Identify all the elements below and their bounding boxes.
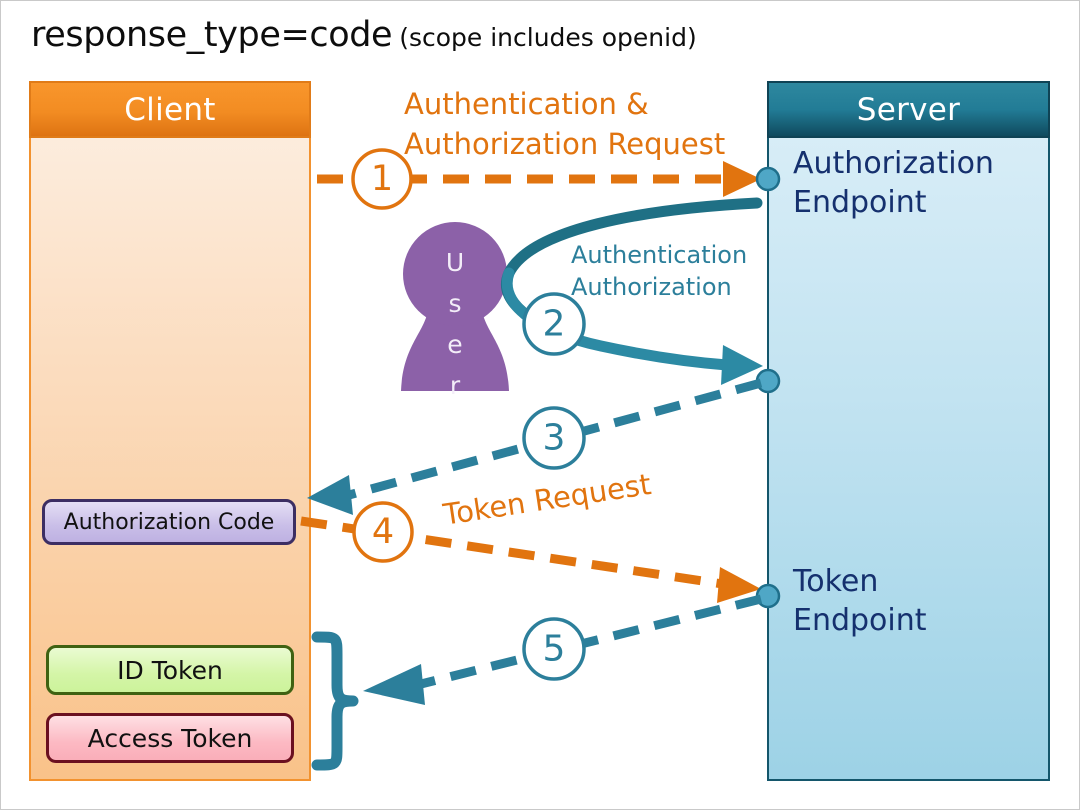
step-2-label: Authentication Authorization	[571, 241, 748, 301]
step-3-number: 3	[543, 418, 566, 459]
id-token-chip: ID Token	[46, 645, 294, 695]
step-5-number: 5	[543, 629, 566, 670]
step-1-label: Authentication & Authorization Request	[404, 87, 726, 161]
page-title-main: response_type=code	[31, 15, 393, 55]
server-header: Server	[767, 81, 1050, 138]
id-token-label: ID Token	[117, 655, 223, 685]
step-1-number: 1	[371, 159, 393, 199]
token-endpoint-label: Token Endpoint	[793, 564, 927, 638]
token-group-brace	[311, 631, 359, 771]
step-2-number: 2	[543, 304, 566, 345]
page-title: response_type=code(scope includes openid…	[31, 15, 697, 55]
step-5-arrow: 5	[363, 594, 763, 705]
user-letter-e: e	[447, 330, 463, 359]
authorization-code-chip: Authorization Code	[42, 499, 296, 545]
server-header-label: Server	[856, 91, 961, 128]
access-token-chip: Access Token	[46, 713, 294, 763]
user-letter-r: r	[449, 371, 461, 400]
step-4-label: Token Request	[441, 467, 654, 532]
client-header-label: Client	[124, 91, 216, 128]
access-token-label: Access Token	[87, 723, 253, 753]
authorization-code-label: Authorization Code	[63, 509, 275, 535]
server-box	[767, 81, 1050, 781]
step-4-number: 4	[372, 512, 394, 552]
page-title-sub: (scope includes openid)	[399, 23, 697, 52]
authorization-endpoint-label: Authorization Endpoint	[793, 146, 994, 220]
user-letter-u: U	[445, 248, 465, 277]
user-letter-s: s	[448, 289, 462, 318]
client-header: Client	[29, 81, 311, 138]
user-actor-label: U s e r	[442, 242, 468, 406]
